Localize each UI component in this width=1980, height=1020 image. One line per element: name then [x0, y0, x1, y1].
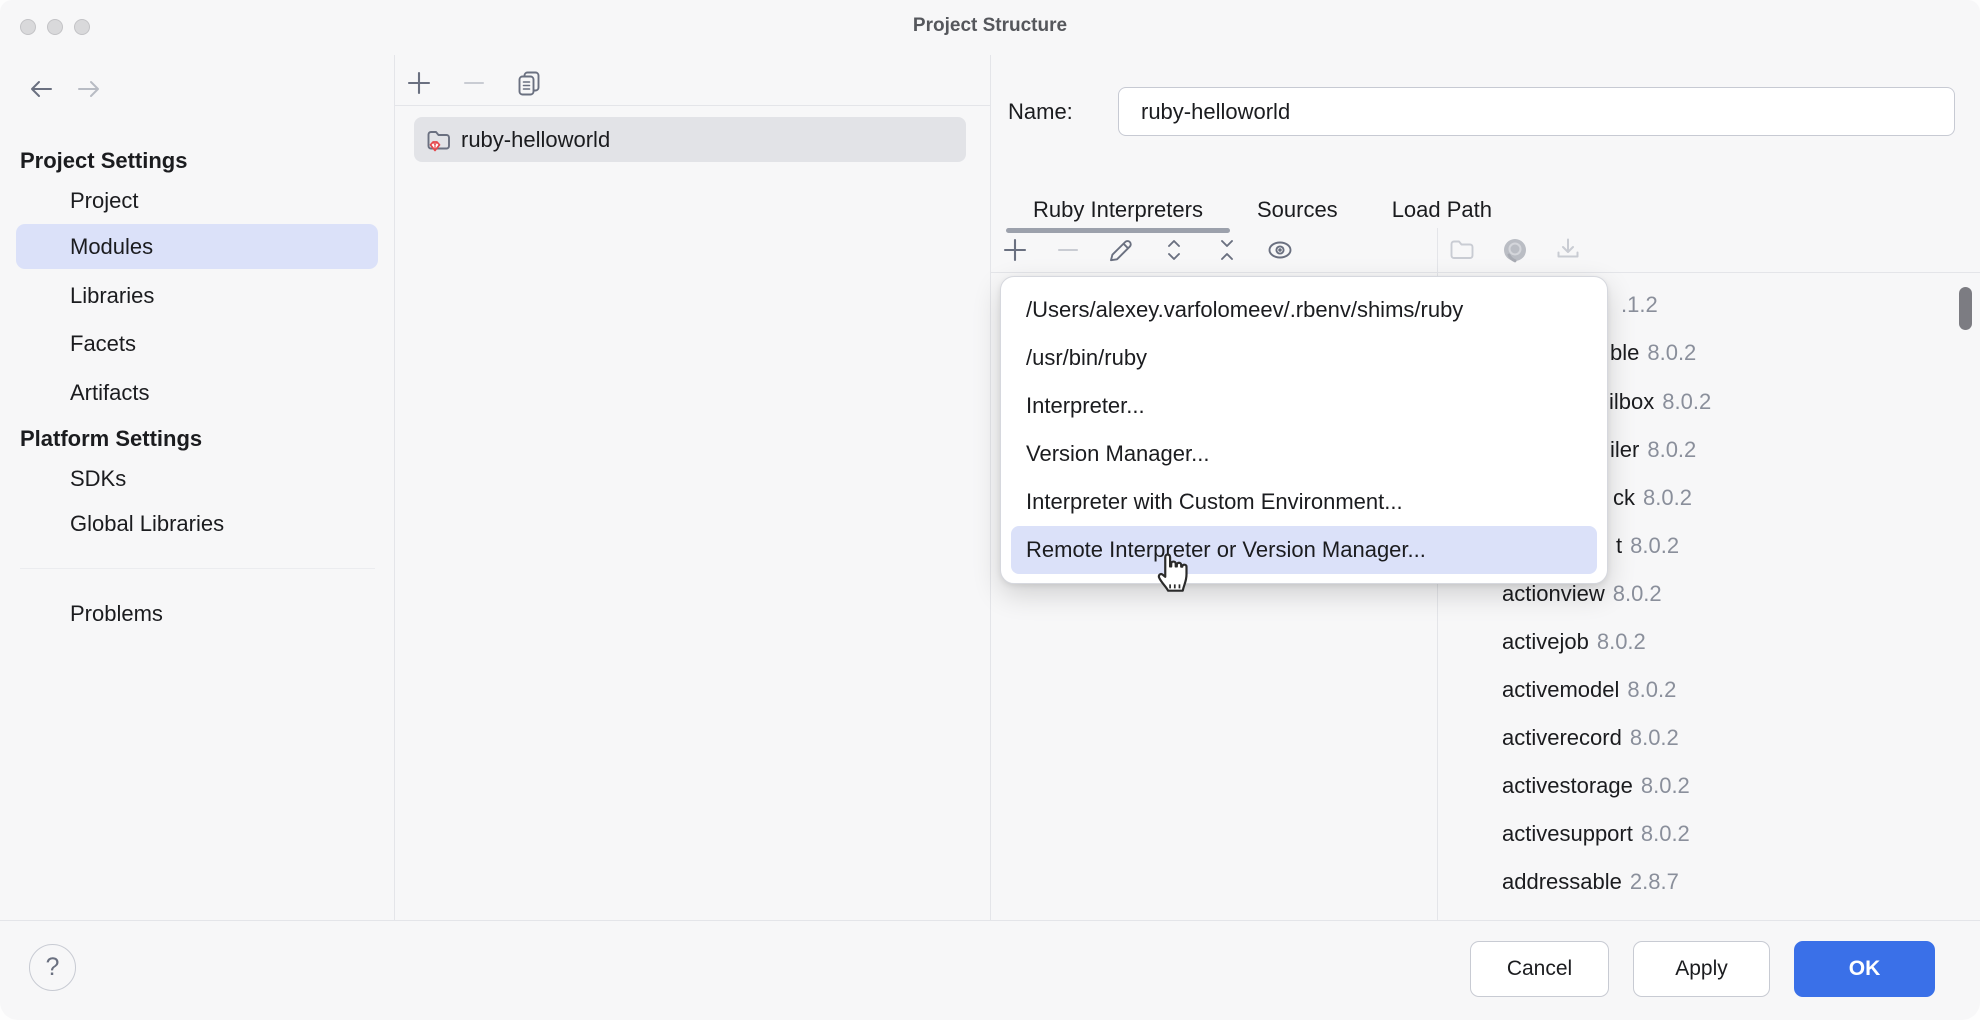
sidebar-item-artifacts[interactable]: Artifacts: [70, 380, 150, 405]
sidebar-item-problems[interactable]: Problems: [70, 601, 163, 626]
gem-row[interactable]: activestorage 8.0.2: [1502, 773, 1690, 798]
copy-module-icon[interactable]: [514, 68, 544, 98]
folder-icon[interactable]: [1447, 235, 1477, 265]
tab-sources[interactable]: Sources: [1256, 196, 1338, 222]
add-interpreter-menu: /Users/alexey.varfolomeev/.rbenv/shims/r…: [1000, 276, 1608, 584]
section-header-platform-settings: Platform Settings: [20, 426, 203, 451]
detail-toolbar-divider: [990, 272, 1980, 273]
menu-item-remote-interpreter[interactable]: Remote Interpreter or Version Manager...: [1011, 526, 1597, 574]
tab-load-path[interactable]: Load Path: [1391, 196, 1492, 222]
detail-tabs: Ruby Interpreters Sources Load Path: [1006, 186, 1519, 233]
menu-item-version-manager[interactable]: Version Manager...: [1026, 441, 1210, 466]
gem-row-occluded[interactable]: ble 8.0.2: [1610, 340, 1697, 365]
collapse-icon[interactable]: [1212, 235, 1242, 265]
gem-row-occluded[interactable]: ilbox 8.0.2: [1609, 389, 1712, 414]
gem-row[interactable]: activerecord 8.0.2: [1502, 725, 1679, 750]
menu-item-interpreter[interactable]: Interpreter...: [1026, 393, 1145, 418]
page-title: Project Structure: [912, 15, 1068, 36]
gems-scrollbar-thumb[interactable]: [1959, 287, 1972, 330]
interpreters-toolbar: [1000, 235, 1295, 265]
menu-item-rbenv-ruby[interactable]: /Users/alexey.varfolomeev/.rbenv/shims/r…: [1026, 297, 1464, 322]
name-label: Name:: [1008, 99, 1073, 124]
gem-row[interactable]: activejob 8.0.2: [1502, 629, 1646, 654]
help-button[interactable]: ?: [29, 944, 76, 991]
gem-row-occluded[interactable]: .1.2: [1621, 292, 1658, 317]
window-controls: [20, 19, 90, 35]
edit-icon[interactable]: [1106, 235, 1136, 265]
gem-row-occluded[interactable]: iler 8.0.2: [1610, 437, 1697, 462]
gem-row[interactable]: activesupport 8.0.2: [1502, 821, 1690, 846]
gem-row[interactable]: addressable 2.8.7: [1502, 869, 1679, 894]
sidebar-item-libraries[interactable]: Libraries: [70, 283, 155, 308]
add-interpreter-icon[interactable]: [1000, 235, 1030, 265]
cancel-button[interactable]: Cancel: [1470, 941, 1609, 997]
modules-panel-divider: [990, 55, 991, 920]
zoom-window-icon[interactable]: [74, 19, 90, 35]
module-name: ruby-helloworld: [461, 126, 611, 152]
gem-row[interactable]: activemodel 8.0.2: [1502, 677, 1677, 702]
remove-interpreter-icon[interactable]: [1053, 235, 1083, 265]
apply-button[interactable]: Apply: [1633, 941, 1770, 997]
ok-button[interactable]: OK: [1794, 941, 1935, 997]
gems-toolbar: [1447, 235, 1583, 265]
gem-row-occluded[interactable]: ck 8.0.2: [1613, 485, 1692, 510]
sidebar-item-project[interactable]: Project: [70, 188, 139, 213]
tab-ruby-interpreters[interactable]: Ruby Interpreters: [1006, 186, 1230, 233]
sidebar-section-divider: [20, 568, 375, 569]
gem-row[interactable]: actionview 8.0.2: [1502, 581, 1662, 606]
back-icon[interactable]: [26, 74, 56, 104]
sidebar-divider: [394, 55, 395, 920]
sidebar-item-sdks[interactable]: SDKs: [70, 466, 127, 491]
module-list-row[interactable]: ruby-helloworld: [414, 117, 966, 162]
ruby-module-icon: [424, 125, 454, 155]
show-hidden-icon[interactable]: [1265, 235, 1295, 265]
gem-row-occluded[interactable]: t 8.0.2: [1616, 533, 1680, 558]
download-icon[interactable]: [1553, 235, 1583, 265]
minimize-window-icon[interactable]: [47, 19, 63, 35]
module-name-input[interactable]: [1118, 87, 1955, 136]
expand-icon[interactable]: [1159, 235, 1189, 265]
modules-toolbar-divider: [395, 105, 990, 106]
menu-item-custom-environment[interactable]: Interpreter with Custom Environment...: [1026, 489, 1403, 514]
sidebar-item-global-libraries[interactable]: Global Libraries: [70, 511, 225, 536]
sidebar-selection-highlight: [16, 224, 378, 269]
gem-icon[interactable]: [1500, 235, 1530, 265]
close-window-icon[interactable]: [20, 19, 36, 35]
section-header-project-settings: Project Settings: [20, 148, 188, 173]
sidebar-item-modules[interactable]: Modules: [70, 234, 154, 259]
sidebar-item-facets[interactable]: Facets: [70, 331, 137, 356]
footer-divider: [0, 920, 1980, 921]
menu-item-usr-bin-ruby[interactable]: /usr/bin/ruby: [1026, 345, 1148, 370]
forward-icon[interactable]: [74, 74, 104, 104]
add-module-icon[interactable]: [404, 68, 434, 98]
remove-module-icon[interactable]: [459, 68, 489, 98]
